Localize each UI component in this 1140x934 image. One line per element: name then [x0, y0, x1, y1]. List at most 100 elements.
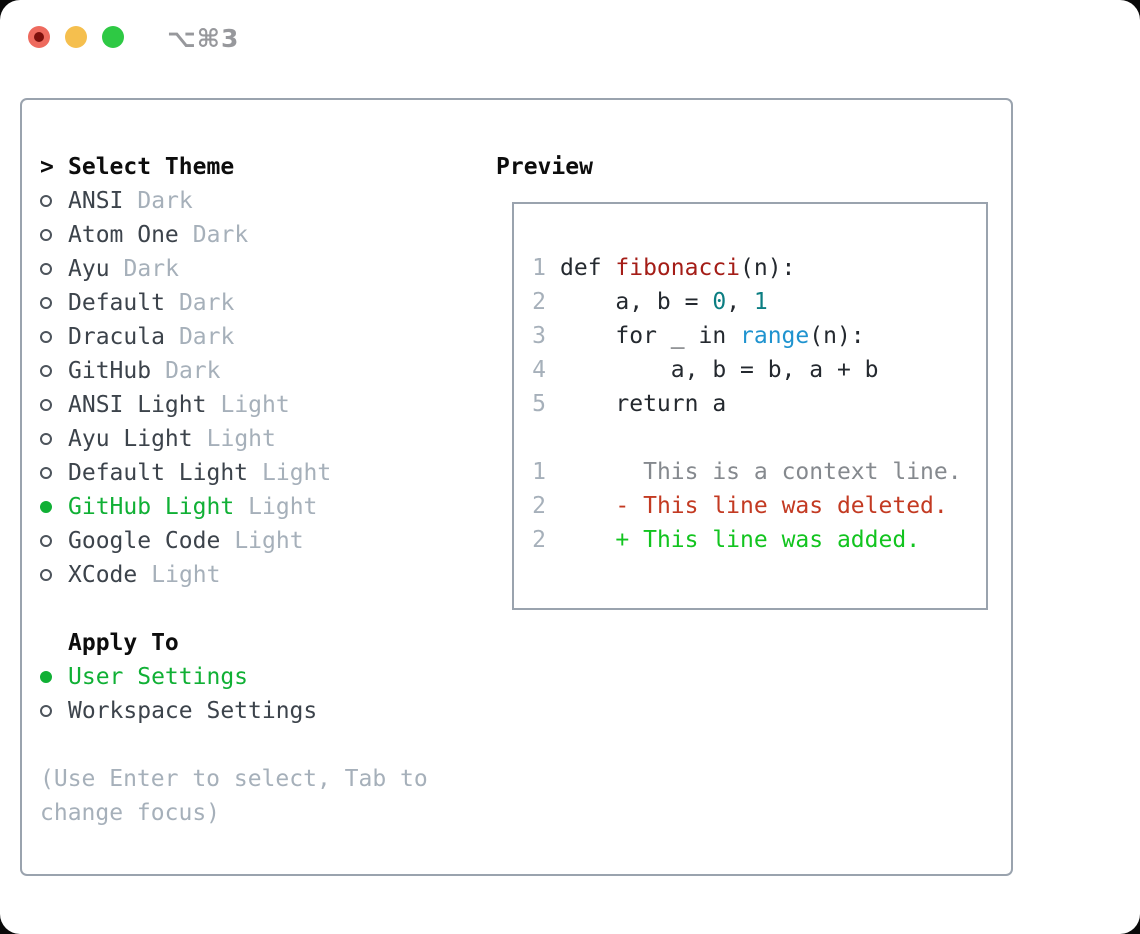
radio-marker	[40, 671, 68, 683]
option-label: User Settings	[68, 664, 249, 690]
option-tag: Light	[220, 392, 290, 418]
hint-text: (Use Enter to select, Tab to change focu…	[40, 766, 428, 826]
diff-marker-icon: -	[615, 493, 644, 519]
option-label: Workspace Settings	[68, 698, 318, 724]
line-number: 2	[532, 289, 546, 315]
option-tag: Dark	[123, 256, 179, 282]
code-line: 3 for _ in range(n):	[532, 319, 974, 353]
option-label: Atom One	[68, 222, 179, 248]
theme-option[interactable]: Ayu Dark	[40, 252, 484, 286]
select-theme-header-row: > Select Theme	[40, 150, 484, 184]
blank-line	[532, 421, 974, 455]
radio-marker	[40, 535, 68, 547]
option-tag: Dark	[178, 290, 235, 316]
radio-marker	[40, 467, 68, 479]
code-token-pln: return a	[560, 391, 727, 417]
diff-text: This is a context line.	[560, 455, 962, 489]
line-number: 1	[532, 255, 546, 281]
select-theme-title: Select Theme	[68, 154, 235, 180]
option-label: GitHub Light	[68, 494, 235, 520]
radio-icon	[40, 331, 52, 343]
option-tag: Dark	[165, 358, 221, 384]
radio-icon	[40, 195, 52, 207]
apply-to-header-row: Apply To	[40, 626, 484, 660]
radio-icon	[40, 671, 52, 683]
line-number: 4	[532, 357, 546, 383]
theme-option[interactable]: Ayu Light Light	[40, 422, 484, 456]
radio-icon	[40, 229, 52, 241]
apply-to-title: Apply To	[68, 630, 179, 656]
code-token-pln: (n):	[809, 323, 865, 349]
theme-option[interactable]: Default Light Light	[40, 456, 484, 490]
close-dot-icon	[34, 32, 44, 42]
code-token-pln: (n):	[740, 255, 796, 281]
diff-marker-icon	[615, 459, 643, 485]
code-token-pln: a, b =	[560, 289, 713, 315]
apply-option[interactable]: User Settings	[40, 660, 484, 694]
radio-icon	[40, 433, 52, 445]
close-button[interactable]	[28, 26, 50, 48]
code-text: return a	[560, 387, 726, 421]
theme-option[interactable]: ANSI Dark	[40, 184, 484, 218]
option-tag: Dark	[192, 222, 249, 248]
option-label: Google Code	[68, 528, 221, 554]
code-token-pln: for _ in	[560, 323, 741, 349]
theme-option[interactable]: Dracula Dark	[40, 320, 484, 354]
radio-icon	[40, 705, 52, 717]
option-label: XCode	[68, 562, 138, 588]
diff-line-context: 1 This is a context line.	[532, 455, 974, 489]
code-line: 2 a, b = 0, 1	[532, 285, 974, 319]
minimize-button[interactable]	[65, 26, 87, 48]
option-label: Ayu	[68, 256, 110, 282]
radio-icon	[40, 263, 52, 275]
theme-option[interactable]: Atom One Dark	[40, 218, 484, 252]
radio-icon	[40, 535, 52, 547]
theme-option[interactable]: Google Code Light	[40, 524, 484, 558]
code-line: 4 a, b = b, a + b	[532, 353, 974, 387]
prompt-icon: >	[40, 154, 54, 180]
radio-marker	[40, 399, 68, 411]
radio-marker	[40, 297, 68, 309]
apply-option[interactable]: Workspace Settings	[40, 694, 484, 728]
code-line: 1 def fibonacci(n):	[532, 251, 974, 285]
radio-marker	[40, 263, 68, 275]
option-tag: Dark	[178, 324, 235, 350]
radio-marker	[40, 331, 68, 343]
code-token-pln: def	[560, 255, 616, 281]
option-label: GitHub	[68, 358, 152, 384]
option-label: Ayu Light	[68, 426, 193, 452]
theme-option[interactable]: Default Dark	[40, 286, 484, 320]
diff-indent	[560, 493, 615, 519]
theme-option[interactable]: GitHub Light Light	[40, 490, 484, 524]
line-number: 2	[532, 527, 546, 553]
code-text: def fibonacci(n):	[560, 251, 795, 285]
diff-preview: 1 This is a context line.2 - This line w…	[532, 455, 974, 557]
zoom-button[interactable]	[102, 26, 124, 48]
theme-option[interactable]: ANSI Light Light	[40, 388, 484, 422]
radio-marker	[40, 365, 68, 377]
code-token-num: 0	[712, 289, 727, 315]
radio-icon	[40, 569, 52, 581]
diff-line-text: This line was deleted.	[643, 493, 948, 519]
apply-to-list: User Settings Workspace Settings	[40, 660, 484, 728]
radio-icon	[40, 501, 52, 513]
code-text: a, b = b, a + b	[560, 353, 879, 387]
diff-line-deleted: 2 - This line was deleted.	[532, 489, 974, 523]
line-number: 2	[532, 493, 546, 519]
theme-option[interactable]: XCode Light	[40, 558, 484, 592]
line-number: 3	[532, 323, 546, 349]
radio-marker	[40, 569, 68, 581]
radio-marker	[40, 433, 68, 445]
theme-dialog-panel: > Select Theme ANSI Dark Atom One Dark A…	[20, 98, 1013, 876]
option-label: Dracula	[68, 324, 165, 350]
option-label: ANSI	[68, 188, 124, 214]
option-label: Default	[68, 290, 165, 316]
line-number: 5	[532, 391, 546, 417]
option-tag: Light	[206, 426, 276, 452]
theme-option[interactable]: GitHub Dark	[40, 354, 484, 388]
diff-text: - This line was deleted.	[560, 489, 948, 523]
window-titlebar: ⌥⌘3	[0, 0, 1140, 74]
